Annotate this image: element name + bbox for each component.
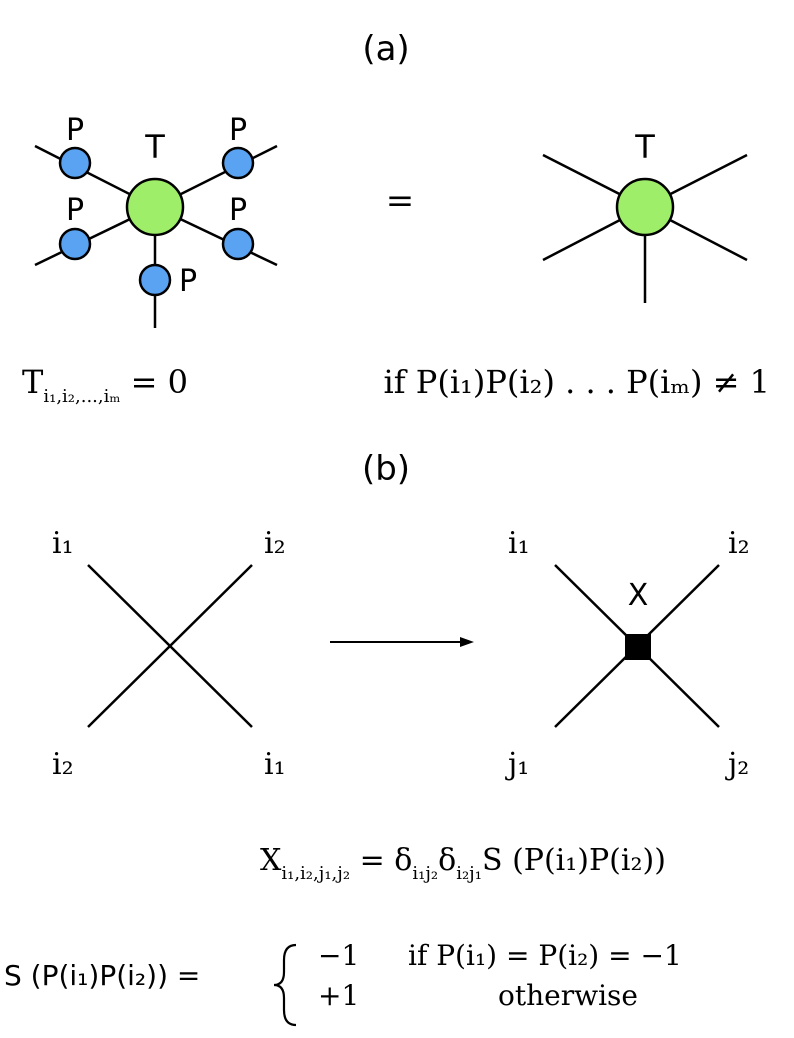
x-tensor-label-bottom-right: j₂ bbox=[725, 747, 749, 782]
right-arrow bbox=[330, 637, 474, 647]
tensor-node-T bbox=[125, 177, 185, 237]
projector-label-lower-left: P bbox=[66, 193, 84, 228]
x-tensor-label: X bbox=[628, 578, 649, 613]
crossing-line-2 bbox=[87, 564, 253, 728]
equation-a-lhs: Ti₁,i₂,...,iₘ = 0 bbox=[22, 363, 188, 407]
x-tensor-label-top-left: i₁ bbox=[508, 526, 530, 561]
tensor-label-T-right: T bbox=[634, 128, 655, 166]
crossing-label-top-left: i₁ bbox=[52, 526, 74, 561]
projector-label-bottom: P bbox=[179, 264, 197, 299]
case-1-value: −1 bbox=[318, 939, 359, 972]
x-tensor-label-bottom-left: j₁ bbox=[505, 747, 529, 782]
projector-label-lower-right: P bbox=[229, 193, 247, 228]
equation-a-condition: if P(i₁)P(i₂) . . . P(iₘ) ≠ 1 bbox=[384, 363, 770, 401]
case-2-value: +1 bbox=[318, 979, 359, 1012]
crossing-label-bottom-right: i₁ bbox=[264, 747, 286, 782]
tensor-node-T-right bbox=[615, 177, 675, 237]
case-1-condition: if P(i₁) = P(i₂) = −1 bbox=[408, 939, 682, 972]
equals-sign: = bbox=[386, 181, 415, 221]
x-tensor-node bbox=[625, 634, 651, 660]
case-2-condition: otherwise bbox=[498, 979, 638, 1012]
crossing-label-top-right: i₂ bbox=[264, 526, 286, 561]
equation-s-lhs: S (P(i₁)P(i₂)) = bbox=[4, 959, 200, 992]
equation-x: Xi₁,i₂,j₁,j₂ = δi₁j₂δi₂j₁S (P(i₁)P(i₂)) bbox=[260, 843, 666, 884]
projector-node-upper-left bbox=[58, 146, 92, 180]
piecewise-brace bbox=[273, 943, 297, 1027]
projector-label-upper-right: P bbox=[229, 113, 247, 148]
panel-b-label: (b) bbox=[362, 449, 410, 489]
panel-a-label: (a) bbox=[362, 29, 409, 69]
projector-node-lower-left bbox=[58, 227, 92, 261]
projector-node-lower-right bbox=[221, 227, 255, 261]
projector-node-upper-right bbox=[221, 146, 255, 180]
projector-node-bottom bbox=[138, 263, 172, 297]
crossing-label-bottom-left: i₂ bbox=[52, 747, 74, 782]
x-tensor-label-top-right: i₂ bbox=[728, 526, 750, 561]
crossing-diagram bbox=[87, 564, 253, 728]
tensor-label-T: T bbox=[144, 128, 165, 166]
projector-label-upper-left: P bbox=[66, 113, 84, 148]
